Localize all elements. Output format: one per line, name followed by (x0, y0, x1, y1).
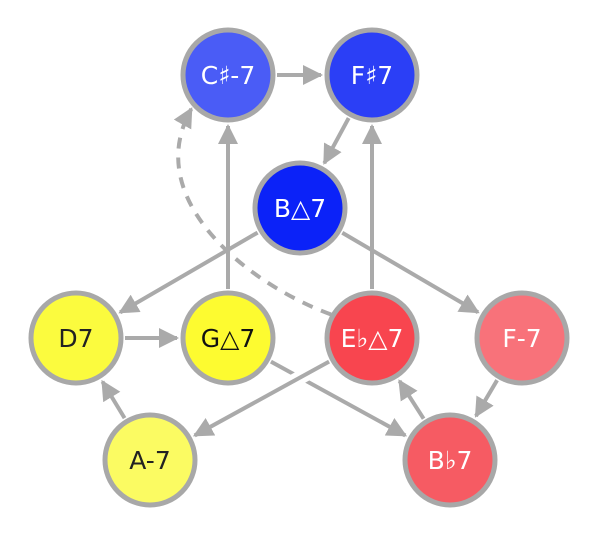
node-f-7[interactable]: F-7 (474, 290, 570, 386)
node-circle (324, 27, 420, 123)
node-label: B♭7 (428, 446, 473, 475)
node-circle (402, 412, 498, 508)
node-bb7[interactable]: B♭7 (402, 412, 498, 508)
node-circle (102, 412, 198, 508)
node-label: C♯-7 (201, 61, 255, 90)
node-circle (474, 290, 570, 386)
node-cs-7[interactable]: C♯-7 (180, 27, 276, 123)
node-circle (252, 160, 348, 256)
edge-fs7-to-bm7 (322, 117, 351, 165)
edge-bm7-to-f-7 (341, 231, 480, 314)
node-circle (28, 290, 124, 386)
node-label: B△7 (274, 194, 326, 223)
edge-bb7-to-ebm7 (397, 379, 426, 420)
node-d7[interactable]: D7 (28, 290, 124, 386)
edge-bm7-to-d7 (118, 230, 259, 315)
node-fs7[interactable]: F♯7 (324, 27, 420, 123)
node-a-7[interactable]: A-7 (102, 412, 198, 508)
node-gm7[interactable]: G△7 (180, 290, 276, 386)
node-label: F♯7 (351, 61, 393, 90)
node-ebm7[interactable]: E♭△7 (324, 290, 420, 386)
node-label: D7 (58, 324, 93, 353)
node-circle (180, 27, 276, 123)
edge-f-7-to-bb7 (474, 379, 499, 418)
edge-a-7-to-d7 (100, 379, 127, 420)
node-label: E♭△7 (341, 324, 404, 353)
edge-ebm7-to-cs-7 (173, 107, 332, 317)
node-label: F-7 (502, 324, 541, 353)
node-label: A-7 (129, 446, 170, 475)
node-label: G△7 (201, 324, 256, 353)
edge-ebm7-to-a-7 (192, 359, 331, 438)
node-circle (180, 290, 276, 386)
node-circle (324, 290, 420, 386)
node-bm7[interactable]: B△7 (252, 160, 348, 256)
